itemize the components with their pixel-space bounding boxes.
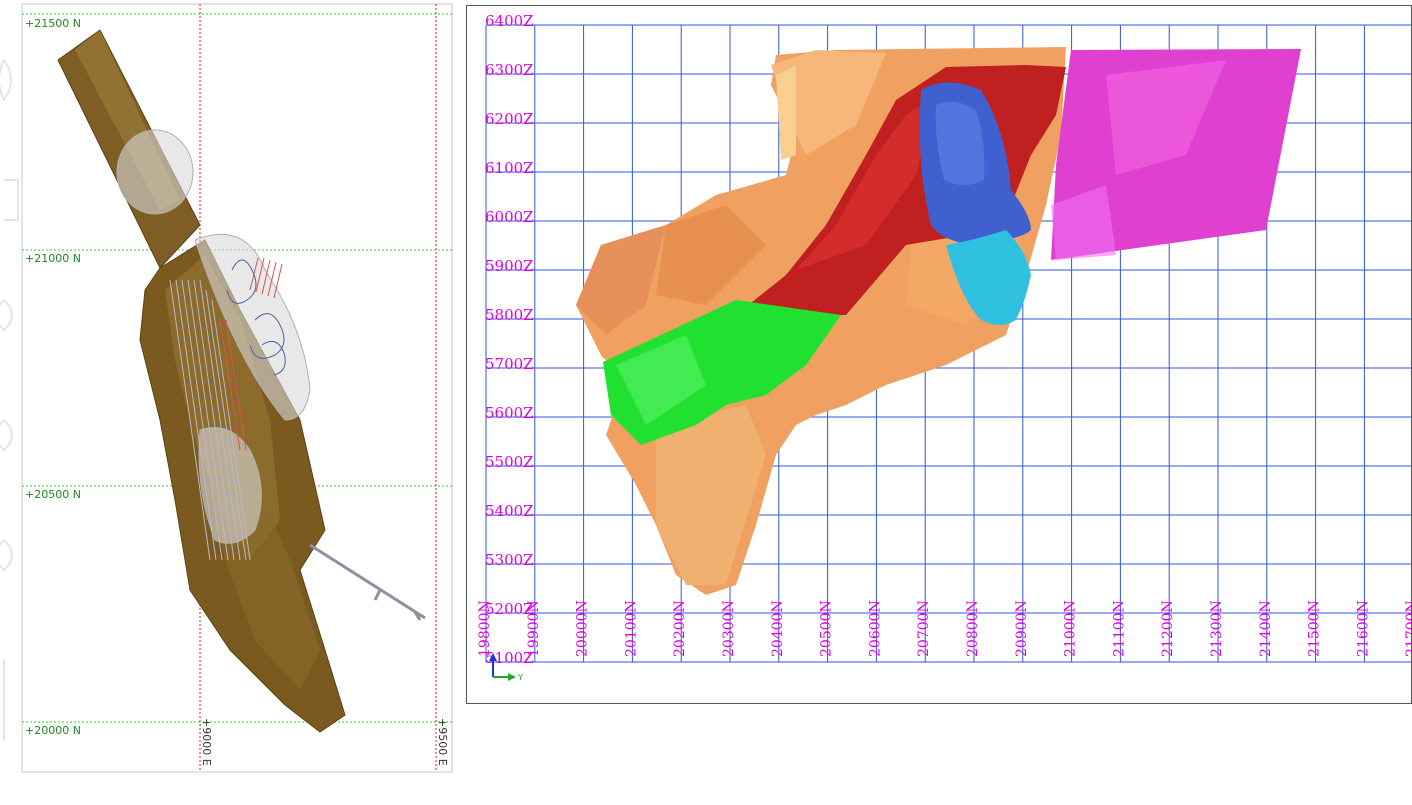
axis-triad-label: Y — [517, 673, 523, 682]
northing-label: 21500N — [1307, 600, 1323, 657]
northing-label: 20500N — [819, 600, 835, 657]
orange-solid-facet — [656, 205, 766, 305]
elevation-label: 6300Z — [485, 61, 534, 79]
northing-label: 19800N — [477, 600, 493, 657]
northing-label: 21300N — [1209, 600, 1225, 657]
axis-triad-y-head — [508, 673, 516, 681]
red-zone-facet — [796, 95, 936, 270]
northing-label: +21000 N — [25, 252, 81, 265]
easting-label: +9500 E — [436, 718, 449, 766]
northing-label: 21700N — [1404, 600, 1412, 657]
blue-zone-facet — [935, 101, 985, 185]
light-yellow-facet — [776, 65, 796, 160]
axis-triad: Y — [489, 653, 523, 682]
elevation-label: 5500Z — [485, 453, 534, 471]
northing-label: 20900N — [1014, 600, 1030, 657]
magenta-zone-facet — [1051, 185, 1116, 260]
orange-solid-facet — [656, 405, 766, 585]
green-ore-zone[interactable] — [603, 300, 841, 445]
northing-label: 21100N — [1111, 600, 1127, 657]
elevation-labels: 6400Z 6300Z 6200Z 6100Z 6000Z 5900Z 5800Z 5700Z… — [485, 12, 534, 667]
elevation-label: 6000Z — [485, 208, 534, 226]
northing-labels: 19800N 19900N 20000N 20100N 20200N 20300N 2040… — [477, 600, 1412, 657]
northing-label: 21000N — [1063, 600, 1079, 657]
drillhole-traces — [169, 279, 251, 561]
axis-triad-z-head — [489, 653, 497, 661]
section-view-panel[interactable]: 6400Z 6300Z 6200Z 6100Z 6000Z 5900Z 5800Z 5700Z… — [466, 5, 1412, 705]
orange-solid-facet — [576, 225, 666, 335]
green-zone-facet — [616, 335, 706, 425]
cyan-zone-shape — [946, 230, 1031, 325]
middle-shell — [194, 233, 311, 421]
elevation-label: 6100Z — [485, 159, 534, 177]
northing-label: 20000N — [575, 600, 591, 657]
elevation-label: 5100Z — [485, 649, 534, 667]
plan-view-panel[interactable]: +21500 N +21000 N +20500 N +20000 N +900… — [0, 0, 456, 805]
northing-label: 20100N — [623, 600, 639, 657]
northing-label: 19900N — [526, 600, 542, 657]
section-view-canvas[interactable]: 6400Z 6300Z 6200Z 6100Z 6000Z 5900Z 5800Z 5700Z… — [466, 5, 1412, 705]
northing-label: 20400N — [770, 600, 786, 657]
elevation-label: 5200Z — [485, 600, 534, 618]
northing-label: +20500 N — [25, 488, 81, 501]
easting-label: +9000 E — [200, 718, 213, 766]
watermark-graphic — [0, 59, 19, 740]
northing-label: 21600N — [1355, 600, 1371, 657]
elevation-label: 5800Z — [485, 306, 534, 324]
blue-ore-zone[interactable] — [919, 82, 1031, 246]
northing-label: 20800N — [965, 600, 981, 657]
northing-label: 21200N — [1160, 600, 1176, 657]
plan-view-canvas[interactable]: +21500 N +21000 N +20500 N +20000 N +900… — [0, 0, 456, 805]
magenta-ore-zone[interactable] — [1051, 49, 1301, 260]
elevation-label: 5600Z — [485, 404, 534, 422]
decline-ramp — [309, 543, 426, 621]
elevation-label: 5700Z — [485, 355, 534, 373]
underground-workings — [226, 259, 286, 376]
elevation-label: 6200Z — [485, 110, 534, 128]
elevation-label: 5300Z — [485, 551, 534, 569]
upper-shell — [116, 129, 194, 215]
northing-label: +20000 N — [25, 724, 81, 737]
elevation-label: 6400Z — [485, 12, 534, 30]
cyan-ore-zone[interactable] — [946, 230, 1031, 325]
northing-label: 20600N — [867, 600, 883, 657]
orange-solid-facet — [771, 50, 886, 155]
elevation-label: 5400Z — [485, 502, 534, 520]
shell-models[interactable] — [116, 129, 311, 544]
northing-label: 20700N — [916, 600, 932, 657]
elevation-label: 5900Z — [485, 257, 534, 275]
northing-label: +21500 N — [25, 17, 81, 30]
magenta-zone-facet — [1106, 60, 1226, 175]
northing-label: 20300N — [721, 600, 737, 657]
northing-label: 20200N — [672, 600, 688, 657]
northing-label: 21400N — [1258, 600, 1274, 657]
lower-shell — [198, 427, 262, 544]
